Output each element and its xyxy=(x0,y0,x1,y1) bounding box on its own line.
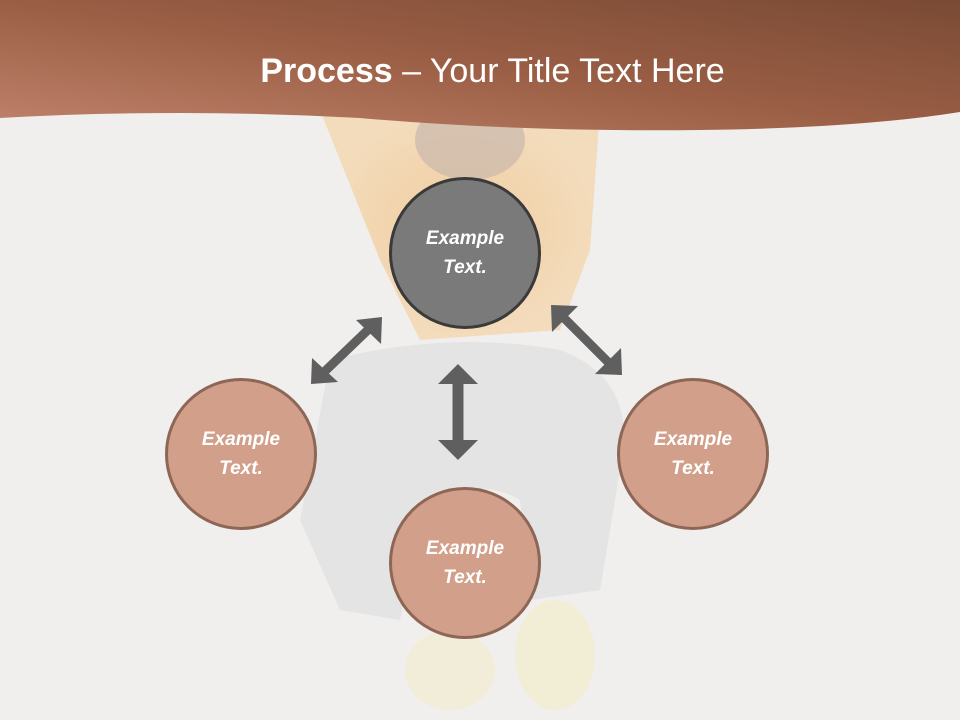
node-circle-left: Example Text. xyxy=(165,378,317,530)
center-label-line2: Text. xyxy=(443,257,487,278)
title-bold: Process xyxy=(260,52,393,90)
center-label-line1: Example xyxy=(425,228,505,249)
double-arrow-diagonal-left-icon xyxy=(311,317,382,384)
node-label-line2: Text. xyxy=(671,458,715,479)
node-label-line1: Example xyxy=(425,538,505,559)
title-rest: – Your Title Text Here xyxy=(392,52,725,90)
node-circle-right: Example Text. xyxy=(617,378,769,530)
node-label-line1: Example xyxy=(201,429,281,450)
slide-title: Process – Your Title Text Here xyxy=(0,52,960,91)
node-label-line1: Example xyxy=(653,429,733,450)
center-circle: Example Text. xyxy=(389,177,541,329)
header-band xyxy=(0,0,960,131)
node-circle-bottom: Example Text. xyxy=(389,487,541,639)
node-label-line2: Text. xyxy=(219,458,263,479)
double-arrow-diagonal-right-icon xyxy=(551,305,622,375)
double-arrow-vertical-icon xyxy=(438,364,478,460)
node-label-line2: Text. xyxy=(443,567,487,588)
